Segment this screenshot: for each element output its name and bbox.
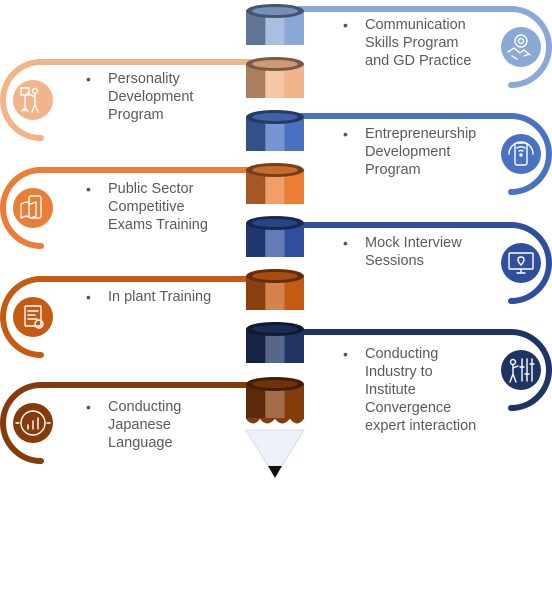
- pencil-segment: [246, 269, 304, 310]
- step-text: Conducting Industry to Institute Converg…: [365, 346, 477, 434]
- bullet-dot: •: [86, 289, 91, 305]
- document-gear-icon: [24, 305, 44, 329]
- pencil-segment: [246, 163, 304, 204]
- step-icon-badge: [13, 188, 53, 228]
- step-icon-badge: [501, 350, 541, 390]
- pencil-segment: [245, 377, 305, 424]
- step-text: In plant Training: [108, 289, 212, 305]
- timeline-step: [246, 216, 552, 304]
- step-label: • Personality Development Program: [86, 70, 194, 124]
- timeline-step: [0, 163, 304, 249]
- timeline-step: [0, 57, 304, 141]
- pencil-segment: [246, 57, 304, 98]
- step-text: Entrepreneurship Development Program: [365, 126, 477, 178]
- bullet-dot: •: [343, 235, 348, 251]
- person-sliders-icon: [509, 358, 535, 383]
- connector-arc: [0, 276, 253, 358]
- connector-arc: [0, 382, 253, 464]
- step-label: • Public Sector Competitive Exams Trainin…: [86, 180, 208, 234]
- timeline-step: [246, 322, 552, 411]
- bullet-dot: •: [86, 181, 91, 197]
- pencil-segment: [246, 322, 304, 363]
- timeline-step: [246, 110, 552, 195]
- step-label: • Mock Interview Sessions: [343, 234, 462, 270]
- pencil-segment: [246, 110, 304, 151]
- connector-arc: [0, 167, 253, 249]
- chart-circle-icon: [15, 410, 51, 436]
- step-text: Communication Skills Program and GD Prac…: [365, 17, 472, 69]
- bullet-dot: •: [86, 399, 91, 415]
- pencil-lead-tip: [268, 466, 282, 478]
- timeline-step: [246, 4, 552, 88]
- step-icon-badge: [501, 243, 541, 283]
- pencil-wood-tip: [245, 429, 305, 467]
- step-text: Personality Development Program: [108, 71, 194, 123]
- smartphone-headset-icon: [508, 141, 534, 166]
- pencil-segment: [246, 4, 304, 45]
- step-text: Conducting Japanese Language: [108, 399, 182, 451]
- connector-arc: [0, 59, 253, 141]
- step-icon-badge: [13, 80, 53, 120]
- bullet-dot: •: [343, 346, 348, 362]
- step-label: • Entrepreneurship Development Program: [343, 125, 477, 179]
- step-label: • Conducting Industry to Institute Conver…: [343, 345, 477, 435]
- step-label: • In plant Training: [86, 288, 212, 306]
- step-icon-badge: [13, 297, 53, 337]
- step-label: • Conducting Japanese Language: [86, 398, 182, 452]
- connector-arc: [297, 222, 552, 304]
- presenter-person-icon: [20, 87, 39, 113]
- timeline-step: [0, 269, 304, 358]
- connector-arc: [297, 113, 552, 195]
- step-label: • Communication Skills Program and GD Pra…: [343, 16, 472, 70]
- handshake-gear-icon: [507, 34, 531, 60]
- step-text: Mock Interview Sessions: [365, 235, 462, 269]
- bullet-dot: •: [343, 126, 348, 142]
- timeline-step: [0, 377, 305, 464]
- step-text: Public Sector Competitive Exams Training: [108, 181, 208, 233]
- phone-map-icon: [20, 195, 42, 219]
- pencil-segment: [246, 216, 304, 257]
- connector-arc: [297, 329, 552, 411]
- bullet-dot: •: [343, 17, 348, 33]
- connector-arc: [297, 6, 552, 88]
- bullet-dot: •: [86, 71, 91, 87]
- monitor-location-icon: [508, 252, 534, 274]
